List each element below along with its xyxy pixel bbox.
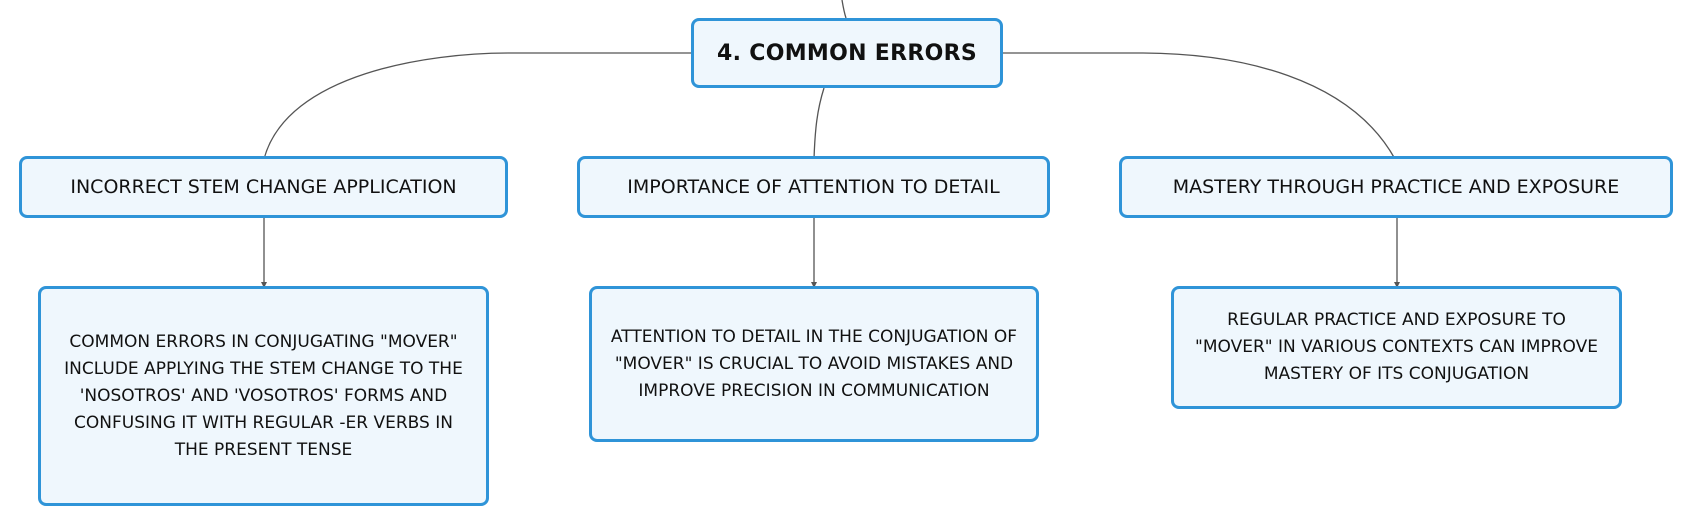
root-node[interactable]: 4. COMMON ERRORS [691, 18, 1003, 88]
detail-node-incorrect-stem-change[interactable]: COMMON ERRORS IN CONJUGATING "MOVER" INC… [38, 286, 489, 506]
detail-node-text: COMMON ERRORS IN CONJUGATING "MOVER" INC… [64, 331, 463, 460]
connector-root-to-branch-3 [1003, 52, 1396, 160]
detail-node-attention-to-detail[interactable]: ATTENTION TO DETAIL IN THE CONJUGATION O… [589, 286, 1039, 442]
branch-node-label: INCORRECT STEM CHANGE APPLICATION [70, 176, 457, 198]
connector-root-to-branch-1 [263, 52, 691, 160]
detail-node-text: ATTENTION TO DETAIL IN THE CONJUGATION O… [610, 326, 1018, 401]
root-node-label: 4. COMMON ERRORS [717, 40, 977, 66]
branch-node-practice-and-exposure[interactable]: MASTERY THROUGH PRACTICE AND EXPOSURE [1119, 156, 1673, 218]
branch-node-label: IMPORTANCE OF ATTENTION TO DETAIL [627, 176, 1000, 198]
branch-node-label: MASTERY THROUGH PRACTICE AND EXPOSURE [1172, 176, 1620, 198]
branch-node-incorrect-stem-change[interactable]: INCORRECT STEM CHANGE APPLICATION [19, 156, 508, 218]
connector-parent-to-root [841, 0, 847, 19]
detail-node-text: REGULAR PRACTICE AND EXPOSURE TO "MOVER"… [1195, 310, 1598, 384]
detail-node-practice-and-exposure[interactable]: REGULAR PRACTICE AND EXPOSURE TO "MOVER"… [1171, 286, 1622, 409]
connector-root-to-branch-2 [813, 87, 825, 160]
branch-node-attention-to-detail[interactable]: IMPORTANCE OF ATTENTION TO DETAIL [577, 156, 1050, 218]
